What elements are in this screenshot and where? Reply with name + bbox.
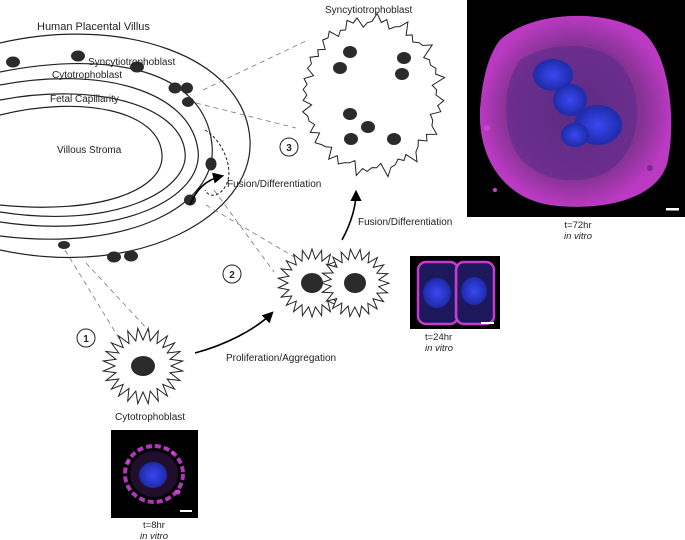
label-fusion-differentiation-1: Fusion/Differentiation bbox=[227, 179, 321, 190]
fusion-bud bbox=[204, 129, 230, 196]
cytotrophoblast-nucleus bbox=[131, 356, 155, 376]
label-fusion-differentiation-2: Fusion/Differentiation bbox=[358, 217, 452, 228]
micrograph-8hr-condition: in vitro bbox=[140, 531, 168, 540]
micrograph-8hr bbox=[111, 430, 198, 518]
nucleus bbox=[71, 50, 85, 62]
cytotrophoblast-boundary bbox=[0, 63, 213, 240]
micrograph-24hr-condition: in vitro bbox=[425, 343, 453, 354]
step-number: 1 bbox=[83, 334, 89, 345]
label-fetal-capillarity: Fetal Capillarity bbox=[50, 94, 119, 105]
process-arrows: Fusion/Differentiation Fusion/Differenti… bbox=[189, 172, 452, 364]
step-marker-1: 1 bbox=[76, 328, 96, 348]
micrograph-72hr bbox=[467, 0, 685, 217]
villus-outer-layer bbox=[0, 33, 251, 259]
arrow-proliferation-aggregation bbox=[194, 311, 274, 354]
label-proliferation-aggregation: Proliferation/Aggregation bbox=[226, 353, 336, 364]
micrograph-24hr bbox=[410, 256, 500, 329]
micrograph-72hr-time: t=72hr bbox=[564, 220, 591, 231]
capillary-inner-wall bbox=[0, 93, 186, 218]
nucleus bbox=[6, 56, 20, 68]
villus-title: Human Placental Villus bbox=[37, 21, 150, 33]
nucleus bbox=[168, 82, 182, 94]
scale-bar bbox=[180, 510, 192, 512]
step-marker-2: 2 bbox=[222, 264, 242, 284]
label-syncytiotrophoblast-cell: Syncytiotrophoblast bbox=[325, 5, 412, 16]
villous-stroma-core bbox=[0, 105, 163, 208]
syncytium-nucleus bbox=[343, 108, 357, 120]
label-syncytiotrophoblast-layer: Syncytiotrophoblast bbox=[88, 57, 175, 68]
step-number: 3 bbox=[286, 143, 292, 154]
syncytium-nucleus bbox=[395, 68, 409, 80]
fetal-capillary-boundary bbox=[0, 78, 199, 227]
nucleus bbox=[58, 241, 70, 249]
aggregated-nucleus-left bbox=[301, 273, 323, 293]
label-cytotrophoblast-layer: Cytotrophoblast bbox=[52, 70, 122, 81]
projection-lines bbox=[64, 39, 309, 341]
arrow-fusion-differentiation-1 bbox=[189, 172, 225, 206]
syncytium-nucleus bbox=[361, 121, 375, 133]
step-number: 2 bbox=[229, 270, 235, 281]
micrograph-8hr-time: t=8hr bbox=[143, 520, 165, 531]
nucleus bbox=[182, 97, 194, 107]
nucleus bbox=[107, 251, 121, 263]
micrograph-72hr-condition: in vitro bbox=[564, 231, 592, 242]
label-villous-stroma: Villous Stroma bbox=[57, 145, 122, 156]
aggregated-nucleus-right bbox=[344, 273, 366, 293]
syncytium-nucleus bbox=[333, 62, 347, 74]
syncytium-nucleus bbox=[387, 133, 401, 145]
micrograph-24hr-time: t=24hr bbox=[425, 332, 452, 343]
syncytium-nucleus bbox=[344, 133, 358, 145]
step-marker-3: 3 bbox=[279, 137, 299, 157]
scale-bar bbox=[481, 322, 494, 324]
nucleus bbox=[124, 250, 138, 262]
syncytium-nucleus bbox=[343, 46, 357, 58]
scale-bar bbox=[666, 208, 679, 211]
arrow-fusion-differentiation-2 bbox=[341, 189, 362, 241]
nucleus bbox=[181, 82, 193, 94]
syncytiotrophoblast-cell bbox=[301, 12, 446, 178]
label-cytotrophoblast-cell: Cytotrophoblast bbox=[115, 412, 185, 423]
nucleus bbox=[205, 157, 217, 171]
syncytium-nucleus bbox=[397, 52, 411, 64]
nucleus bbox=[130, 61, 144, 73]
villus-cross-section: Human Placental Villus Syncytiotrophobla… bbox=[0, 21, 251, 263]
